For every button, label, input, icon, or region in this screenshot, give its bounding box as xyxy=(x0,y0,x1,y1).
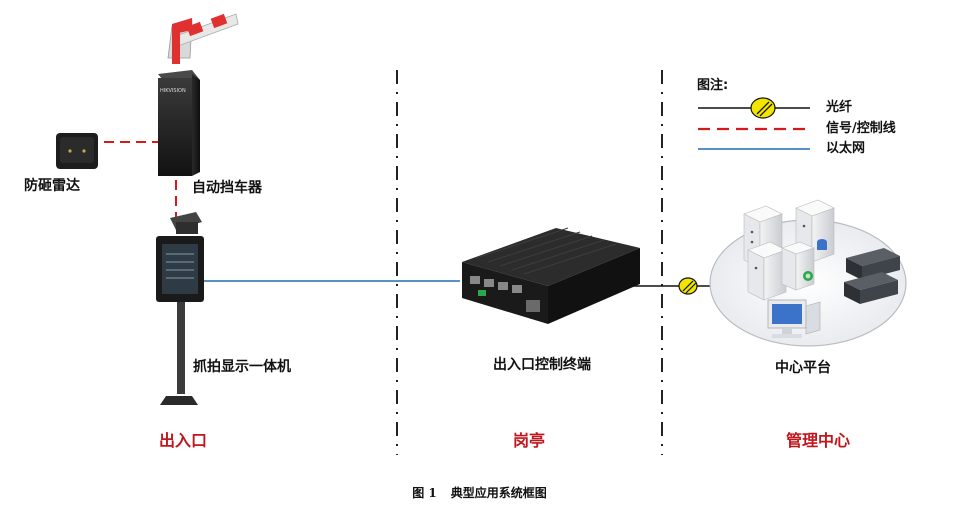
fiber-link-controller-platform xyxy=(628,277,714,295)
figure-number: 图 1 xyxy=(412,486,437,500)
radar-label: 防砸雷达 xyxy=(24,178,80,194)
legend-label-signal: 信号/控制线 xyxy=(826,121,896,136)
legend-label-fiber: 光纤 xyxy=(826,100,853,115)
barrier-brand: HIKVISION xyxy=(160,88,186,94)
central-platform xyxy=(709,199,907,347)
zone-label-center: 管理中心 xyxy=(786,431,851,450)
camera-display-unit xyxy=(156,212,204,405)
storage-unit-bottom xyxy=(844,272,898,304)
legend-label-ethernet: 以太网 xyxy=(826,141,866,156)
camera-label: 抓拍显示一体机 xyxy=(193,359,291,375)
controller-device xyxy=(462,227,640,324)
figure-caption: 图 1 典型应用系统框图 xyxy=(0,484,959,501)
platform-label: 中心平台 xyxy=(775,360,831,376)
zone-label-booth: 岗亭 xyxy=(513,431,546,450)
server-2 xyxy=(795,199,835,263)
legend-lines xyxy=(698,97,810,150)
legend-title: 图注: xyxy=(697,78,729,93)
figure-title: 典型应用系统框图 xyxy=(450,486,547,500)
storage-unit-top xyxy=(846,248,900,280)
controller-label: 出入口控制终端 xyxy=(493,357,591,373)
radar-device xyxy=(56,133,98,169)
server-4 xyxy=(781,241,815,291)
barrier-arm xyxy=(167,13,239,64)
server-3 xyxy=(747,241,787,301)
barrier-label: 自动挡车器 xyxy=(192,180,262,196)
barrier-gate: HIKVISION xyxy=(158,70,200,176)
workstation xyxy=(767,299,821,338)
zone-label-entrance: 出入口 xyxy=(159,431,208,450)
